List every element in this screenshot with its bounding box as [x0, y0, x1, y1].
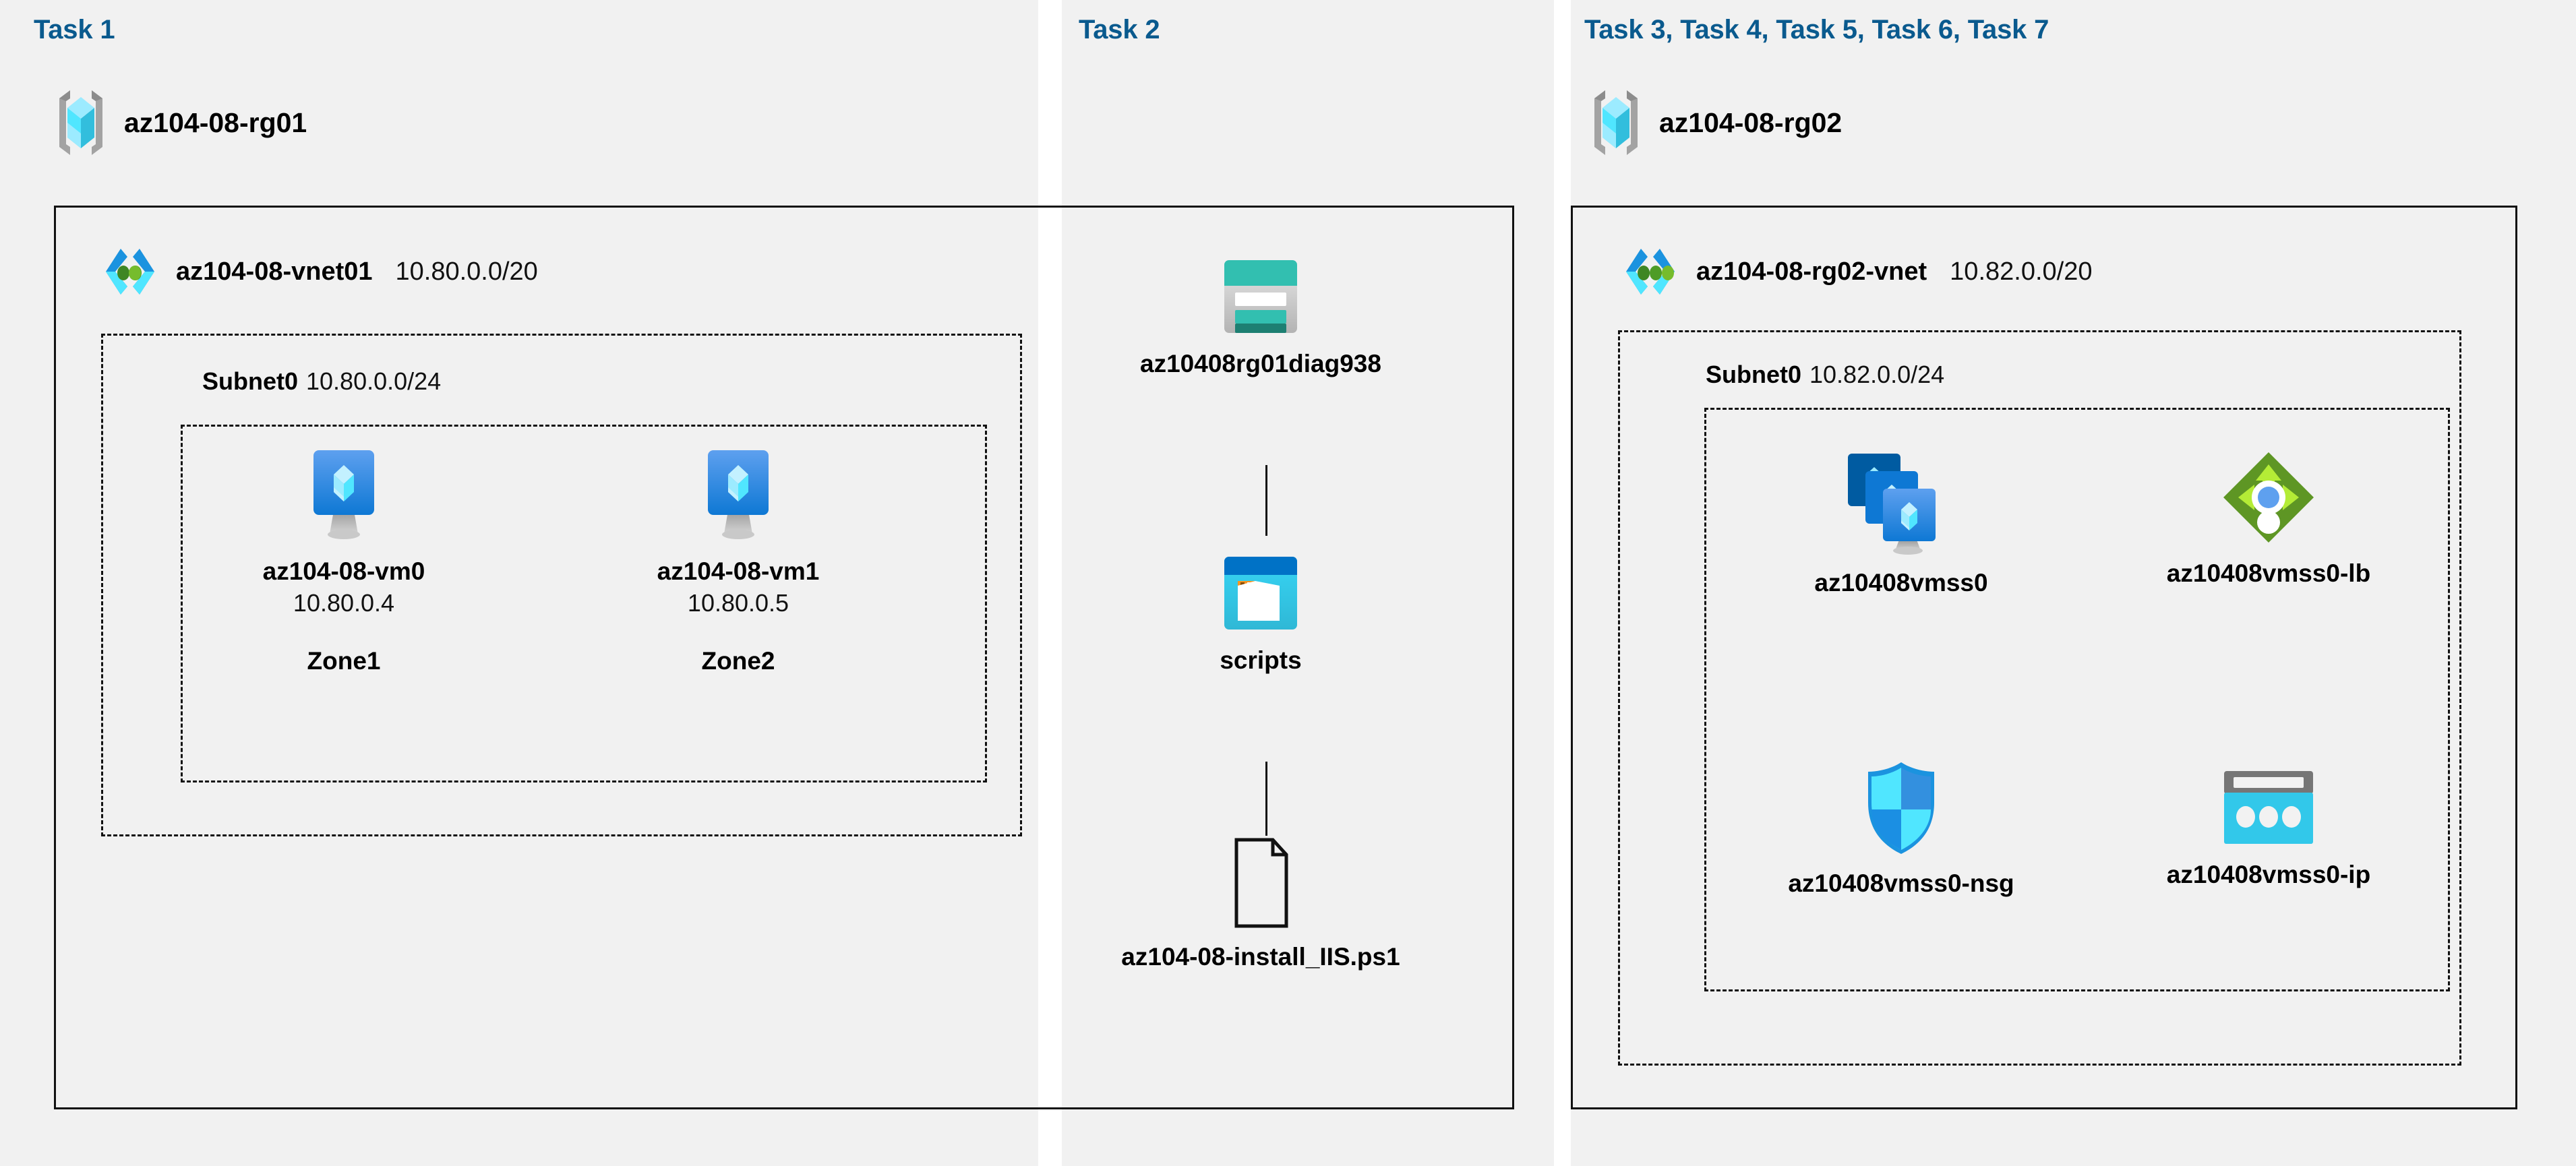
vm-name: az104-08-vm0: [262, 557, 425, 585]
vnet-boundary-vnet01: [54, 206, 1514, 1109]
resource-node-nsg[interactable]: az10408vmss0-nsg: [1753, 758, 2049, 898]
virtual-machine-icon: [696, 445, 781, 545]
blob-container-icon: [1220, 553, 1301, 634]
public-ip-address-icon: [2220, 768, 2317, 848]
script-file-name: az104-08-install_IIS.ps1: [1121, 943, 1400, 971]
resource-node-public-ip[interactable]: az10408vmss0-ip: [2120, 768, 2417, 890]
storage-account-icon: [1220, 256, 1301, 337]
resource-node-vmss[interactable]: az10408vmss0: [1753, 448, 2049, 598]
vnet-boundary-rg02-vnet: [1571, 206, 2517, 1109]
vnet-cidr: 10.82.0.0/20: [1950, 257, 2093, 286]
vnet-cidr: 10.80.0.0/20: [395, 257, 538, 286]
virtual-network-icon: [1618, 239, 1683, 304]
panel-task2: [1062, 0, 1554, 1166]
panel-task1: [0, 0, 1038, 1166]
virtual-network-icon: [98, 239, 162, 304]
subnet-name: Subnet0: [202, 367, 299, 395]
resource-group-icon: [1588, 88, 1644, 158]
vnet-name: az104-08-rg02-vnet: [1696, 257, 1927, 286]
subnet-label-subnet0-rg02vnet: Subnet0 10.82.0.0/24: [1706, 361, 1944, 389]
storage-account-name: az10408rg01diag938: [1140, 350, 1381, 377]
connector-container-to-file: [1265, 762, 1267, 836]
vmss-name: az10408vmss0: [1814, 569, 1988, 596]
vm-zone: Zone2: [701, 647, 775, 675]
subnet-cidr: 10.82.0.0/24: [1809, 361, 1945, 388]
resource-node-script-file[interactable]: az104-08-install_IIS.ps1: [1092, 836, 1429, 972]
load-balancer-icon: [2219, 448, 2318, 547]
resource-node-vm1[interactable]: az104-08-vm1 10.80.0.5 Zone2: [610, 445, 866, 675]
blob-container-name: scripts: [1220, 646, 1302, 674]
availability-zones-boundary: [181, 425, 987, 783]
task-label-task3: Task 3, Task 4, Task 5, Task 6, Task 7: [1584, 15, 2049, 44]
resource-node-storage-account[interactable]: az10408rg01diag938: [1119, 256, 1402, 379]
vnet-header-vnet01: az104-08-vnet01 10.80.0.0/20: [98, 239, 538, 304]
connector-storage-to-container: [1265, 465, 1267, 536]
script-file-icon: [1223, 836, 1298, 930]
scaleset-resources-boundary: [1704, 408, 2450, 991]
subnet-boundary-subnet0-rg02vnet: [1618, 330, 2461, 1066]
task-label-task1: Task 1: [34, 15, 115, 44]
public-ip-name: az10408vmss0-ip: [2166, 861, 2371, 888]
load-balancer-name: az10408vmss0-lb: [2166, 559, 2371, 587]
vnet-name: az104-08-vnet01: [176, 257, 373, 286]
network-security-group-icon: [1860, 758, 1942, 857]
vm-name: az104-08-vm1: [657, 557, 820, 585]
resource-group-name: az104-08-rg02: [1659, 106, 1843, 138]
resource-group-row-rg02: az104-08-rg02: [1588, 88, 1842, 158]
nsg-name: az10408vmss0-nsg: [1788, 869, 2014, 897]
resource-group-row-rg01: az104-08-rg01: [53, 88, 307, 158]
vm-ip-address: 10.80.0.4: [293, 588, 395, 617]
subnet-name: Subnet0: [1706, 361, 1802, 388]
resource-node-load-balancer[interactable]: az10408vmss0-lb: [2120, 448, 2417, 588]
virtual-machine-icon: [301, 445, 386, 545]
task-label-task2: Task 2: [1079, 15, 1160, 44]
resource-group-icon: [53, 88, 109, 158]
vnet-header-rg02-vnet: az104-08-rg02-vnet 10.82.0.0/20: [1618, 239, 2092, 304]
vm-zone: Zone1: [307, 647, 381, 675]
panel-task3: [1571, 0, 2576, 1166]
subnet-boundary-subnet0-vnet01: [101, 334, 1022, 836]
resource-node-vm0[interactable]: az104-08-vm0 10.80.0.4 Zone1: [216, 445, 472, 675]
resource-node-blob-container[interactable]: scripts: [1146, 553, 1375, 675]
subnet-cidr: 10.80.0.0/24: [306, 367, 442, 395]
vm-ip-address: 10.80.0.5: [687, 588, 789, 617]
vm-scale-set-icon: [1844, 448, 1958, 556]
resource-group-name: az104-08-rg01: [124, 106, 307, 138]
